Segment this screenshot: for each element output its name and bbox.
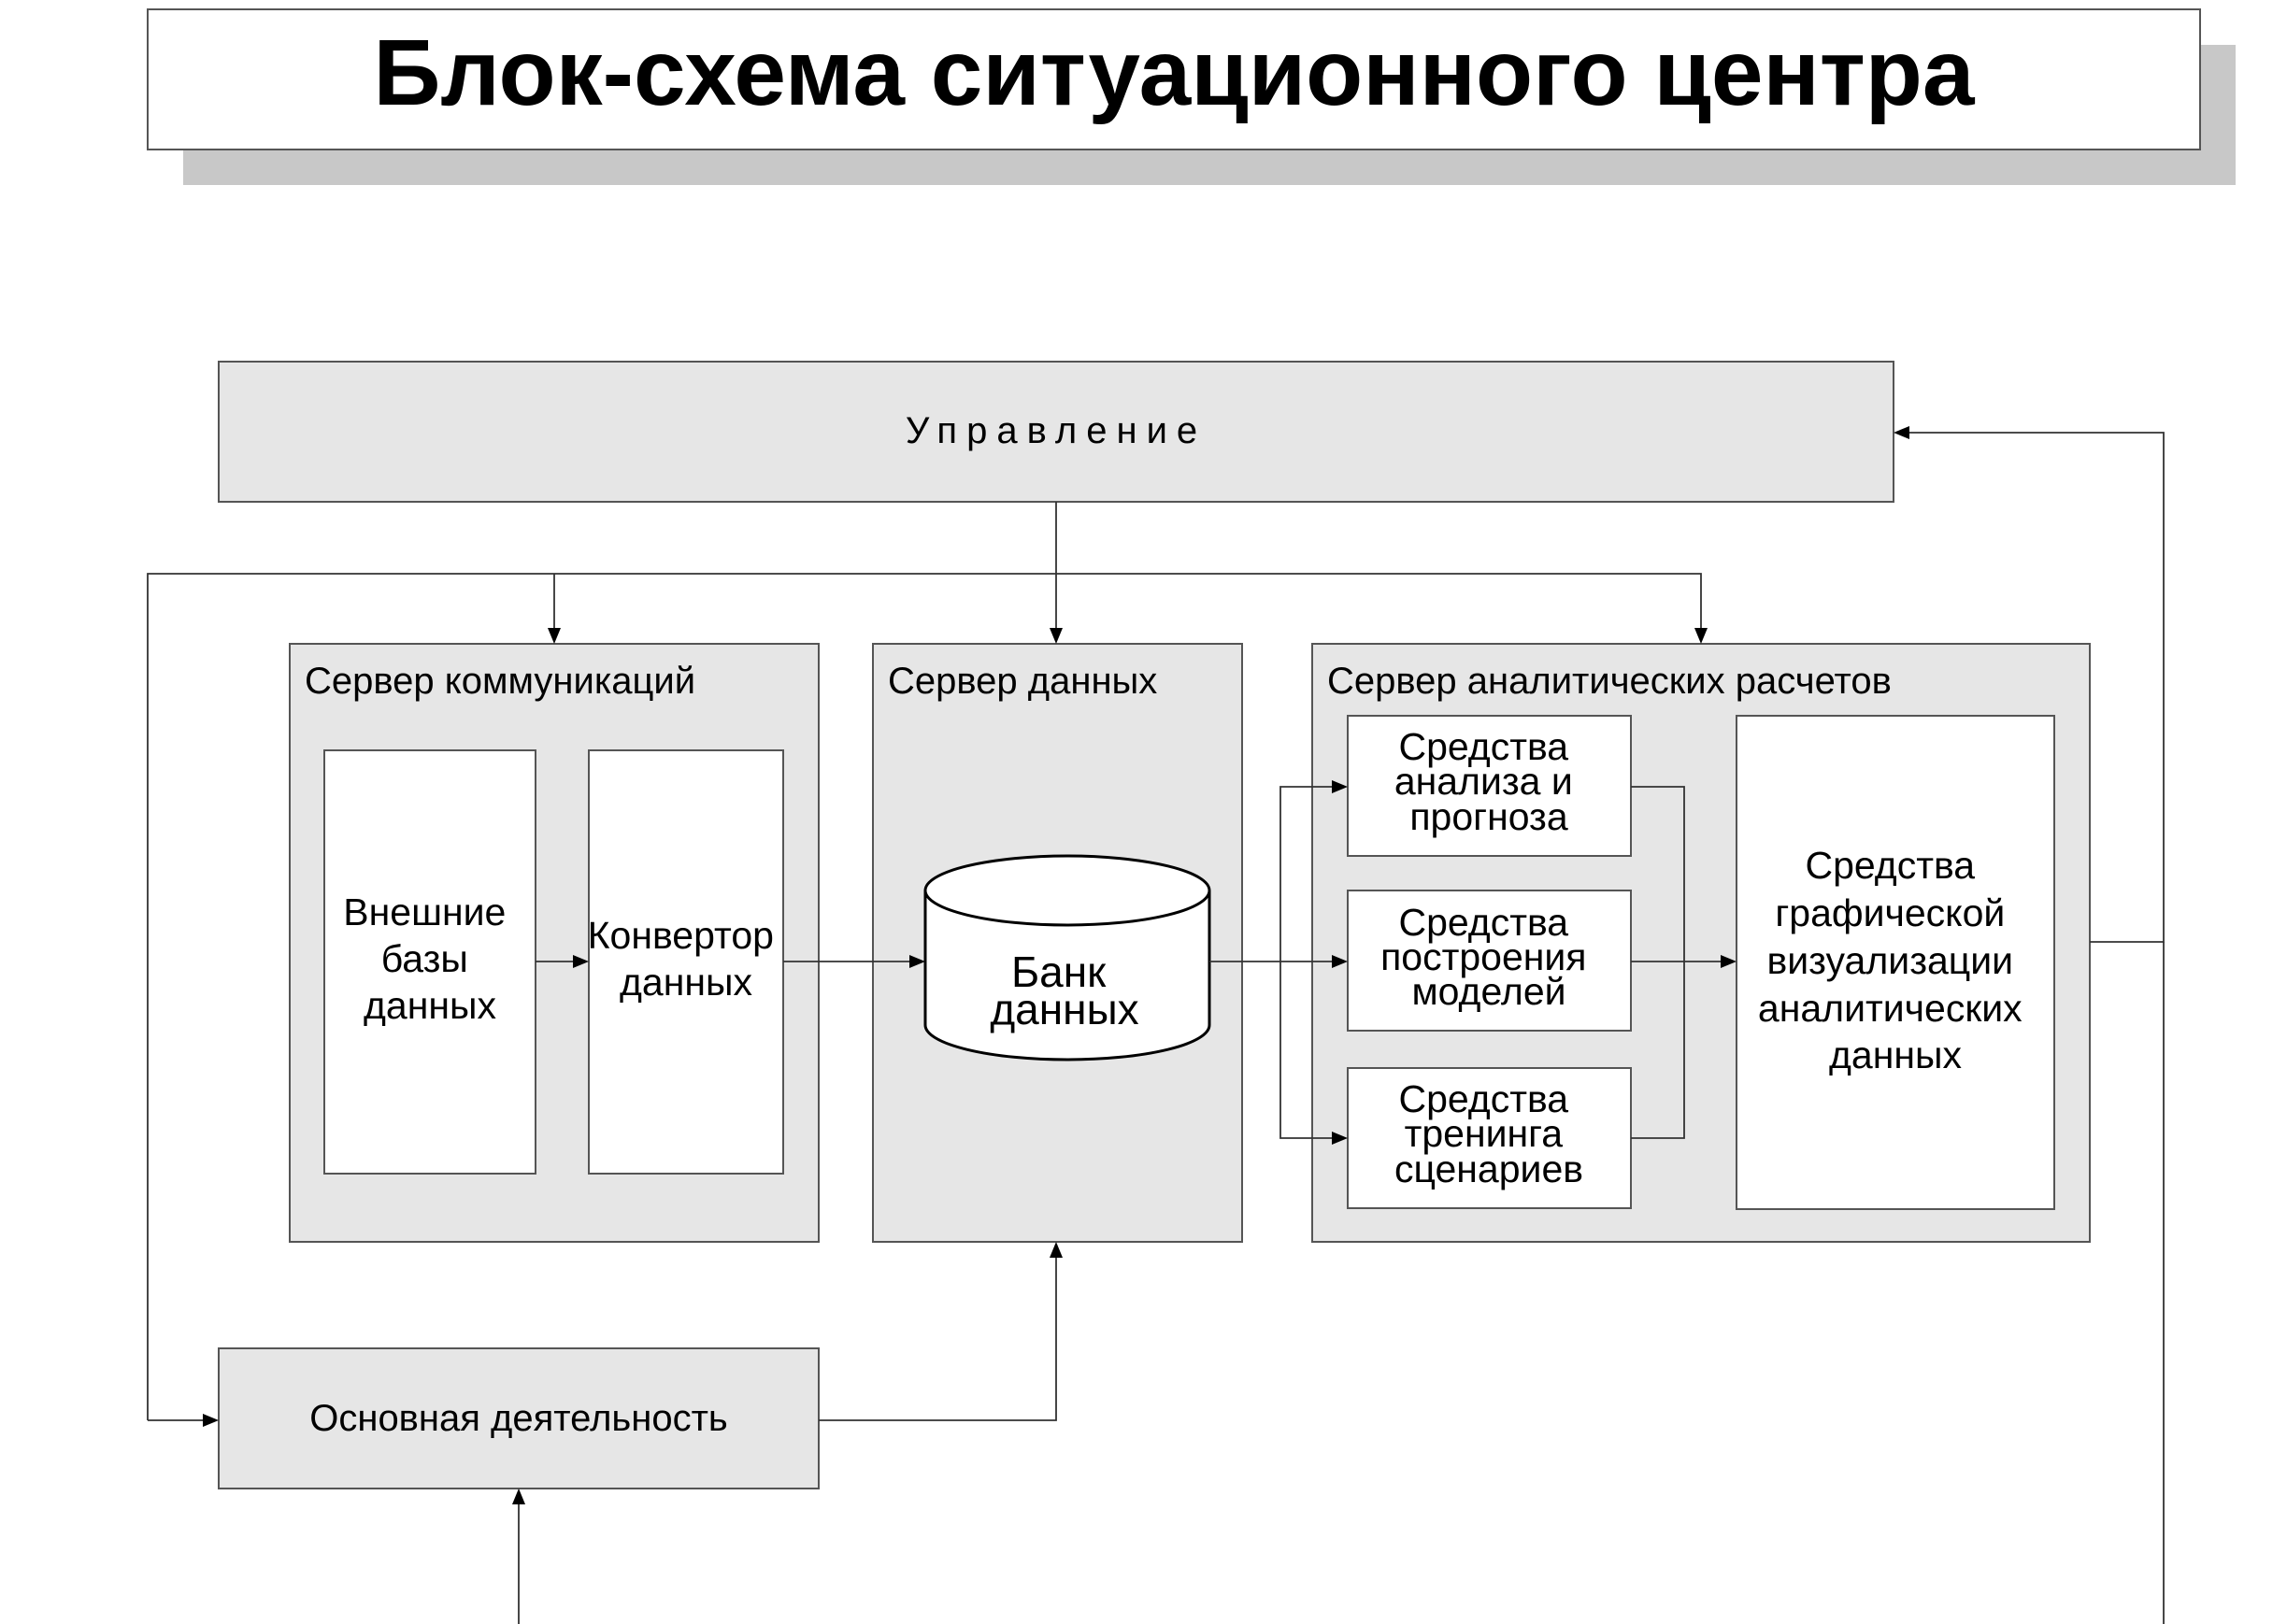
management-label: Управление [906,410,1207,451]
analysis-label: Средства анализа и прогноза [1394,725,1583,838]
main-activity-label: Основная деятельность [309,1398,728,1439]
data-bank-cylinder [923,854,1211,1061]
arrow-head [1721,955,1737,968]
data-bank-label: Банк данных [990,947,1138,1033]
analytic-server: Сервер аналитических расчетов Средства а… [1311,643,2091,1243]
management-block: Управление [218,361,1894,503]
connectors [147,426,2165,1624]
page-title: Блок-схема ситуационного центра [373,21,1975,125]
converter-box [588,749,784,1175]
arrow-head [1694,628,1708,644]
models-label: Средства построения моделей [1380,901,1597,1013]
comm-server: Сервер коммуникаций Внешние базы данных … [289,643,820,1243]
converter-label: Конвертор данных [588,914,785,1004]
title-frame [147,8,2201,150]
distribution-bus-line [147,573,1702,1420]
arrow-head [1332,780,1348,793]
arrow-head [573,955,589,968]
visualization-box [1736,715,2055,1210]
arrow-head [512,1489,525,1504]
feedback-to-main-activity-line [518,942,2165,1624]
main-activity-to-data-server-line [819,1253,1057,1421]
arrow-head [1332,1132,1348,1145]
bank-branch-line [1279,786,1336,1139]
management-box [218,361,1894,503]
arrow-head [909,955,925,968]
title-banner: Блок-схема ситуационного центра [147,8,2236,185]
arrow-head [1050,628,1063,644]
external-db-box [323,749,536,1175]
feedback-to-management-line [1905,432,2165,943]
main-activity-box [218,1347,820,1489]
visualization-label: Средства графической визуализации аналит… [1758,844,2033,1076]
comm-server-label: Сервер коммуникаций [305,661,695,702]
training-box [1347,1067,1632,1209]
arrow-head [203,1414,219,1427]
main-activity-block: Основная деятельность [218,1347,820,1489]
arrow-head [1894,426,1909,439]
models-box [1347,890,1632,1032]
data-server-label: Сервер данных [888,661,1157,702]
analytic-server-label: Сервер аналитических расчетов [1327,661,1892,702]
tools-collector-line [1631,786,1685,1139]
training-label: Средства тренинга сценариев [1394,1077,1583,1190]
external-db-label: Внешние базы данных [343,890,516,1027]
analysis-box [1347,715,1632,857]
data-server: Сервер данных Банк данных [872,643,1243,1243]
arrow-head [1332,955,1348,968]
arrow-head [548,628,561,644]
arrow-head [1050,1242,1063,1258]
